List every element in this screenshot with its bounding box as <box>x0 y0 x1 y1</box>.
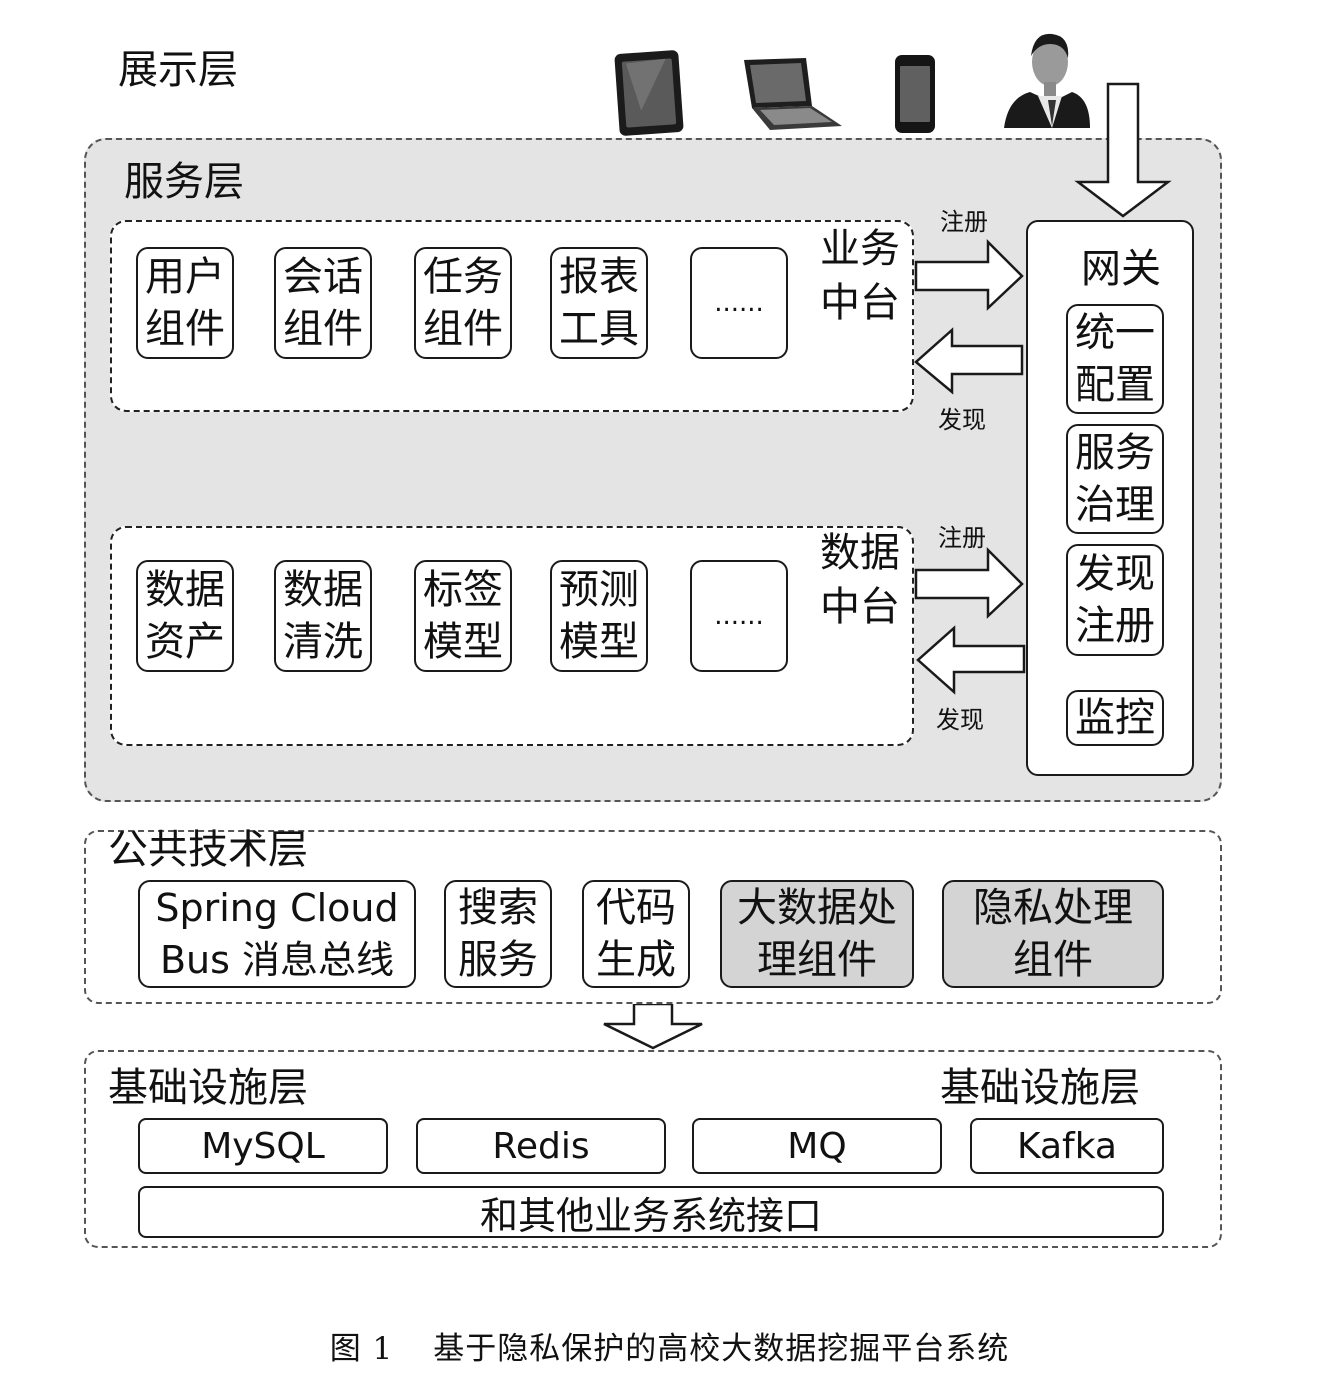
task-component: 任务组件 <box>414 247 512 359</box>
session-component: 会话组件 <box>274 247 372 359</box>
tag-model-component: 标签模型 <box>414 560 512 672</box>
data-register-label: 注册 <box>938 524 986 552</box>
tablet-icon <box>614 50 684 136</box>
kafka-box: Kafka <box>970 1118 1164 1174</box>
gateway-title: 网关 <box>1081 246 1161 292</box>
report-tool: 报表工具 <box>550 247 648 359</box>
public-tech-layer-title: 公共技术层 <box>108 827 308 873</box>
data-discover-label: 发现 <box>936 706 984 734</box>
user-icon <box>1004 33 1090 128</box>
business-middle-label: 业务中台 <box>820 226 900 326</box>
data-assets-component: 数据资产 <box>136 560 234 672</box>
business-register-label: 注册 <box>940 208 988 236</box>
infrastructure-layer-title-right: 基础设施层 <box>940 1065 1140 1111</box>
other-systems-interface-box: 和其他业务系统接口 <box>138 1186 1164 1238</box>
business-register-arrow <box>914 238 1024 311</box>
figure-number: 图 1 <box>329 1331 394 1367</box>
service-layer-title: 服务层 <box>124 159 244 205</box>
gateway-discovery-registry: 发现注册 <box>1066 544 1164 656</box>
mysql-box: MySQL <box>138 1118 388 1174</box>
gateway-entry-arrow <box>1074 82 1172 218</box>
search-service-component: 搜索服务 <box>444 880 552 988</box>
big-data-processing-component: 大数据处理组件 <box>720 880 914 988</box>
privacy-processing-component: 隐私处理组件 <box>942 880 1164 988</box>
gateway-unified-config: 统一配置 <box>1066 304 1164 414</box>
business-discover-arrow <box>914 327 1024 395</box>
data-cleaning-component: 数据清洗 <box>274 560 372 672</box>
business-discover-label: 发现 <box>938 406 986 434</box>
gateway-monitoring: 监控 <box>1066 690 1164 746</box>
figure-caption-text: 基于隐私保护的高校大数据挖掘平台系统 <box>433 1331 1010 1367</box>
infrastructure-layer-title-left: 基础设施层 <box>108 1065 308 1111</box>
public-to-infra-arrow <box>603 1002 703 1050</box>
user-component: 用户组件 <box>136 247 234 359</box>
data-more-placeholder: ...... <box>690 560 788 672</box>
mq-box: MQ <box>692 1118 942 1174</box>
presentation-layer-title: 展示层 <box>118 47 238 93</box>
data-register-arrow <box>914 546 1024 619</box>
figure-caption: 图 1 基于隐私保护的高校大数据挖掘平台系统 <box>0 1323 1339 1368</box>
laptop-icon <box>744 58 842 130</box>
data-discover-arrow <box>916 625 1026 695</box>
redis-box: Redis <box>416 1118 666 1174</box>
code-generation-component: 代码生成 <box>582 880 690 988</box>
gateway-service-governance: 服务治理 <box>1066 424 1164 534</box>
business-more-placeholder: ...... <box>690 247 788 359</box>
data-middle-label: 数据中台 <box>820 530 900 630</box>
phone-icon <box>895 55 935 133</box>
prediction-model-component: 预测模型 <box>550 560 648 672</box>
